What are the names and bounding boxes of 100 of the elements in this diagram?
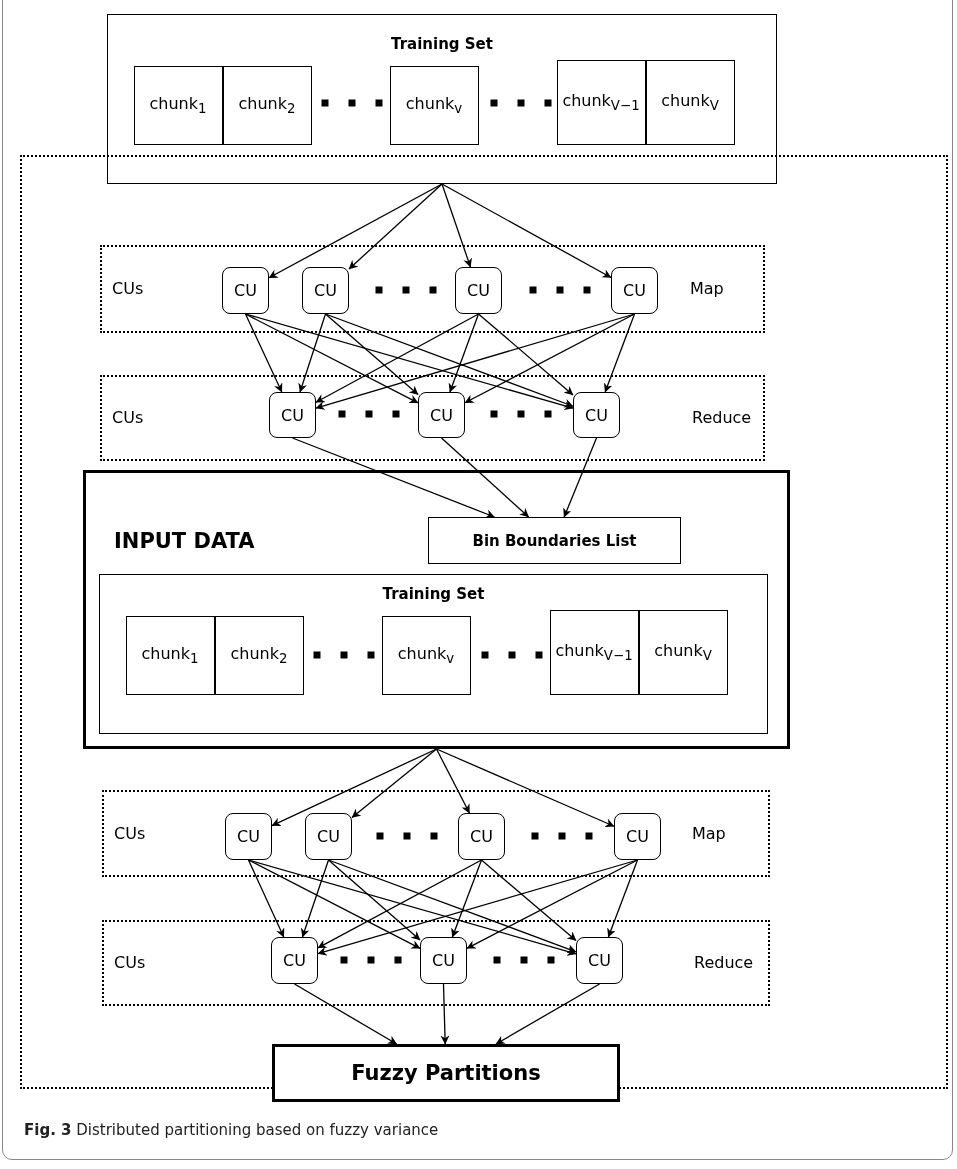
- cu-box: [458, 813, 505, 860]
- cu-box: [269, 392, 316, 438]
- arrow: [324, 313, 574, 408]
- training-set-box: [99, 574, 768, 734]
- arrow: [244, 313, 283, 393]
- cu-box: [576, 937, 623, 984]
- chunk-label: chunk$_{1}$: [141, 643, 199, 667]
- arrow: [441, 183, 612, 279]
- dotted-band: [102, 920, 770, 1006]
- chunk-box: [549, 609, 639, 695]
- chunk-box: [645, 59, 735, 145]
- cu-label: CU: [237, 827, 260, 846]
- arrow: [440, 437, 530, 518]
- cu-label: CU: [585, 405, 608, 425]
- arrow: [244, 313, 574, 411]
- cu-box: [611, 267, 658, 314]
- box-title: Fuzzy Partitions: [351, 1061, 541, 1085]
- cu-box: [614, 813, 661, 860]
- cu-box: [305, 813, 352, 860]
- arrow: [291, 437, 496, 519]
- input-data-box: [83, 470, 790, 749]
- arrow: [563, 437, 598, 518]
- chunk-label: chunk$_{1}$: [149, 93, 207, 117]
- arrow: [244, 313, 419, 404]
- arrow: [247, 859, 421, 950]
- chunk-label: chunk$_{V−1}$: [555, 640, 633, 664]
- arrow: [495, 983, 601, 1045]
- band-label: Reduce: [694, 953, 754, 972]
- cu-label: CU: [470, 827, 493, 846]
- arrow: [317, 859, 483, 949]
- arrow: [300, 859, 330, 938]
- arrow: [607, 859, 639, 938]
- arrow: [441, 183, 472, 268]
- figure-caption: Fig. 3 Distributed partitioning based on fuzzy variance: [24, 1121, 439, 1139]
- arrow: [327, 859, 421, 941]
- cu-label: CU: [314, 281, 337, 300]
- cu-label: CU: [588, 951, 611, 970]
- chunk-label: chunk$_{2}$: [230, 643, 288, 667]
- cu-label: CU: [317, 827, 340, 846]
- arrow: [603, 313, 636, 393]
- arrow: [271, 748, 438, 827]
- chunk-box: [222, 65, 312, 145]
- dotted-band: [102, 790, 770, 877]
- arrow: [324, 313, 419, 396]
- chunk-box: [125, 615, 215, 695]
- cu-label: CU: [432, 951, 455, 970]
- arrow: [348, 183, 443, 270]
- cu-box: [302, 267, 349, 314]
- arrow: [480, 859, 577, 942]
- arrow: [351, 748, 438, 819]
- box-title: Bin Boundaries List: [472, 531, 637, 550]
- cu-box: [222, 267, 269, 314]
- arrow: [247, 859, 577, 956]
- arrow: [247, 859, 285, 938]
- cu-label: CU: [623, 281, 646, 300]
- arrow: [451, 859, 483, 938]
- arrow: [464, 313, 636, 404]
- chunk-label: chunk$_{v}$: [405, 93, 463, 117]
- chunk-label: chunk$_{V−1}$: [562, 90, 640, 114]
- band-label: Reduce: [692, 408, 752, 427]
- chunk-box: [214, 615, 304, 695]
- cu-label: CU: [626, 827, 649, 846]
- result-box: [272, 1044, 620, 1102]
- cu-box: [420, 937, 467, 984]
- band-label: Map: [690, 279, 724, 298]
- arrow: [448, 313, 480, 393]
- band-label: CUs: [112, 279, 144, 298]
- chunk-label: chunk$_{V}$: [654, 640, 712, 664]
- list-box: [428, 517, 681, 564]
- cu-box: [271, 937, 318, 984]
- cu-box: [573, 392, 620, 438]
- arrow: [435, 748, 471, 814]
- arrow: [298, 313, 327, 393]
- cu-box: [418, 392, 465, 438]
- box-title: Training Set: [381, 585, 486, 603]
- chunk-box: [133, 65, 223, 145]
- arrow: [440, 983, 450, 1045]
- chunk-box: [638, 609, 728, 695]
- chunk-label: chunk$_{V}$: [661, 90, 719, 114]
- arrow: [327, 859, 577, 954]
- band-label: CUs: [114, 823, 146, 843]
- arrow: [466, 859, 639, 949]
- cu-box: [455, 267, 502, 314]
- chunk-box: [556, 59, 646, 145]
- arrow: [477, 313, 574, 396]
- chunk-box: [381, 615, 471, 695]
- cu-label: CU: [281, 405, 304, 425]
- box-title: Training Set: [390, 35, 494, 53]
- band-label: CUs: [112, 408, 144, 427]
- arrow: [435, 748, 615, 827]
- cu-label: CU: [467, 281, 490, 300]
- cu-label: CU: [234, 281, 257, 300]
- training-set-box: [107, 14, 777, 184]
- dotted-band: [100, 245, 765, 333]
- arrow: [293, 983, 398, 1045]
- cu-label: CU: [283, 951, 306, 970]
- band-label: Map: [692, 823, 726, 843]
- box-title: INPUT DATA: [114, 529, 255, 553]
- arrow: [315, 313, 480, 403]
- chunk-label: chunk$_{v}$: [397, 643, 455, 667]
